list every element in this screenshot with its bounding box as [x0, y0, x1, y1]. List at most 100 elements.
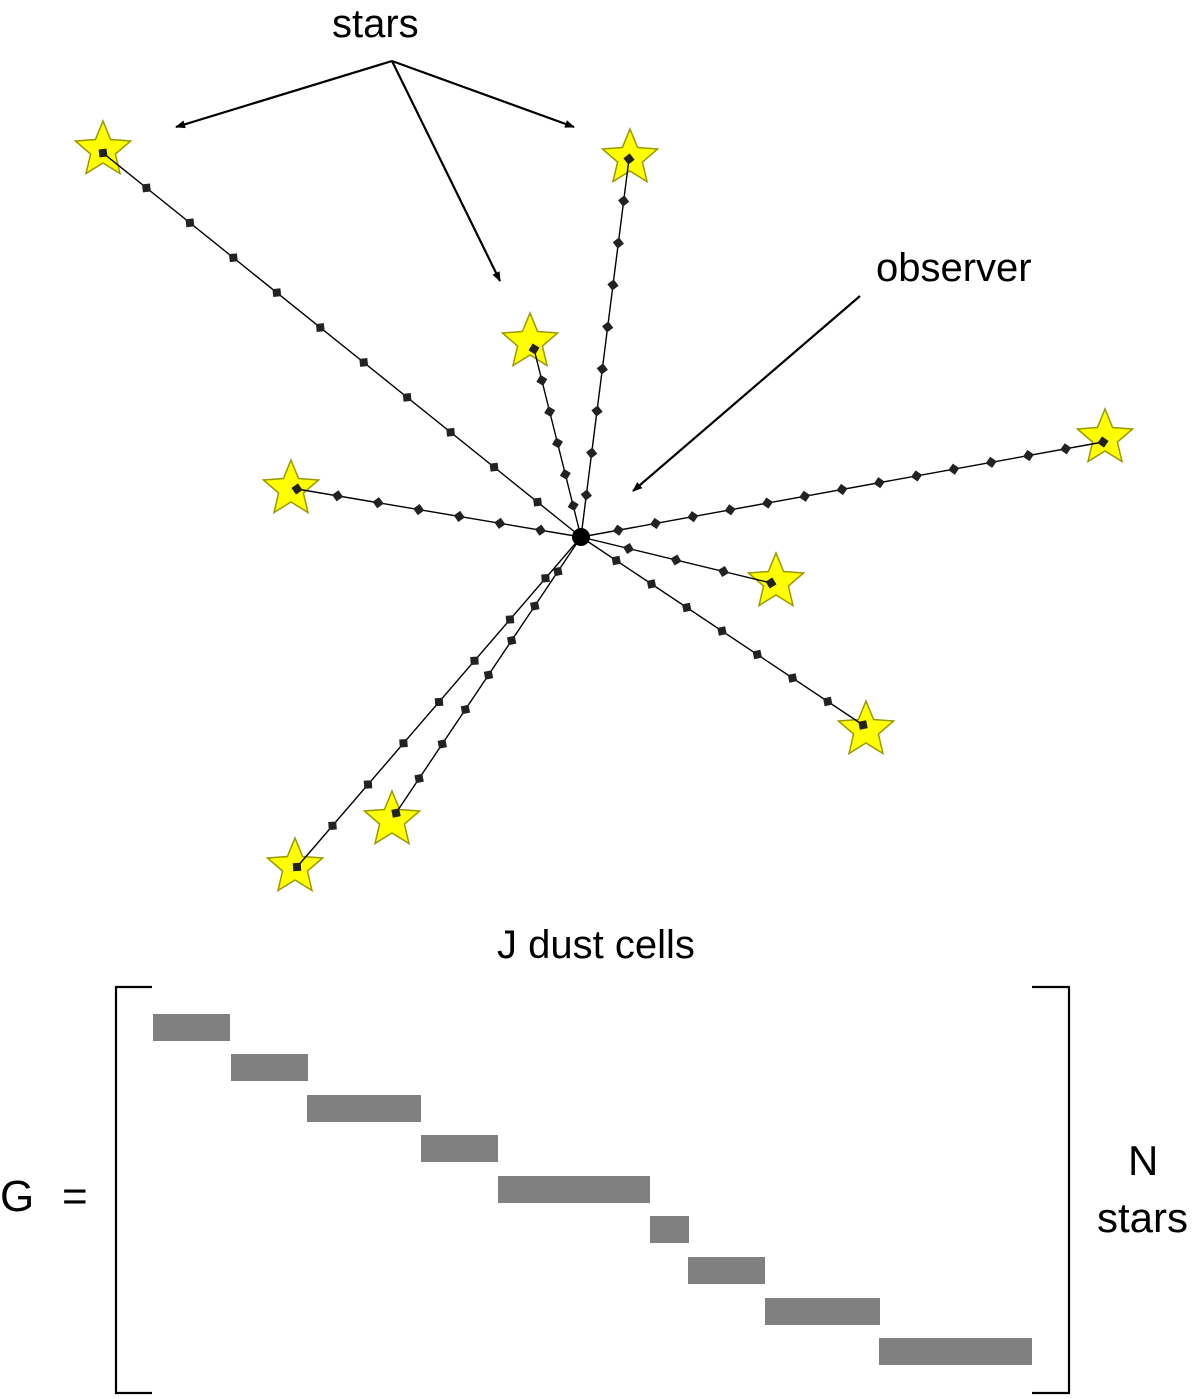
dust-cell-marker [1022, 450, 1034, 462]
matrix-columns-label: J dust cells [497, 923, 695, 967]
dust-cell-marker [453, 510, 465, 523]
matrix-row-block [153, 1014, 230, 1041]
dust-cell-marker [541, 573, 550, 583]
dust-cell-marker [553, 566, 563, 577]
matrix-row-block [765, 1298, 880, 1325]
matrix-right-bracket [1032, 985, 1071, 1395]
dust-cell-marker [434, 697, 444, 707]
dust-cell-marker [530, 601, 540, 611]
star-icon [746, 551, 806, 608]
dust-cell-marker [623, 153, 635, 165]
dust-cell-marker [98, 148, 108, 158]
dust-cell-marker [650, 517, 662, 529]
dust-cell-marker [985, 456, 997, 468]
sightline [580, 158, 630, 538]
dust-cell-marker [315, 323, 325, 332]
dust-cell-marker [536, 374, 548, 386]
dust-cell-marker [505, 615, 515, 624]
dust-cell-marker [687, 511, 699, 523]
dust-cell-marker [328, 821, 337, 831]
dust-cell-marker [494, 517, 506, 529]
dust-cell-marker [142, 183, 151, 193]
dust-cell-marker [331, 490, 344, 502]
matrix-row-block [879, 1338, 1032, 1365]
star-icon [261, 458, 321, 515]
stars-pointer-label: stars [332, 2, 419, 46]
dust-cell-marker [402, 392, 412, 402]
equals-sign: = [62, 1172, 88, 1221]
dust-cell-marker [470, 656, 479, 666]
dust-cell-marker [586, 447, 598, 459]
dust-cell-marker [272, 288, 282, 298]
dust-cell-marker [799, 490, 811, 502]
matrix-rows-n-label: N [1128, 1137, 1159, 1184]
dust-cell-marker [534, 524, 547, 536]
matrix-row-block [307, 1095, 421, 1122]
matrix-row-block [231, 1054, 308, 1081]
dust-cell-marker [1060, 443, 1072, 455]
dust-cell-marker [1097, 436, 1109, 448]
dust-cell-marker [559, 468, 571, 480]
matrix-row-block [498, 1176, 650, 1203]
dust-cell-marker [533, 497, 542, 507]
dust-cell-marker [552, 437, 563, 449]
matrix-symbol-label: G [0, 1172, 35, 1221]
matrix-g [114, 985, 1071, 1395]
dust-cell-marker [292, 862, 302, 872]
dust-cell-marker [363, 780, 373, 789]
dust-cell-marker [948, 463, 960, 475]
star-group [73, 119, 1135, 893]
dust-cell-marker [670, 554, 682, 566]
dust-cell-marker [823, 696, 833, 707]
dust-cell-marker [544, 406, 556, 418]
dust-cell-marker [858, 720, 868, 730]
dust-cell-marker [761, 497, 773, 509]
dust-cell-marker-group [98, 148, 1109, 872]
sightline [102, 152, 582, 538]
observer-dot-icon [572, 528, 590, 546]
dust-cell-marker [724, 504, 736, 516]
dust-cell-marker [359, 358, 369, 367]
dust-cell-marker [718, 566, 729, 577]
dust-cell-marker [602, 321, 614, 333]
dust-cell-marker [413, 503, 425, 516]
dust-cell-marker [291, 483, 303, 495]
dust-cell-marker [612, 524, 624, 536]
dust-cell-marker [682, 602, 692, 613]
pointer-arrow-group [175, 59, 861, 492]
dust-cell-marker [372, 497, 384, 509]
observer-pointer-label: observer [876, 246, 1032, 290]
dust-cell-marker [460, 704, 471, 715]
dust-cell-marker [752, 649, 762, 660]
arrow-icon [632, 295, 861, 492]
dust-cell-marker [185, 218, 195, 228]
dust-cell-marker [787, 673, 798, 683]
matrix-row-block [421, 1135, 498, 1162]
dust-cell-marker [611, 555, 621, 566]
dust-cell-marker [836, 483, 848, 496]
arrow-icon [391, 59, 575, 129]
matrix-row-block [650, 1216, 689, 1243]
dust-cell-marker [873, 477, 885, 489]
dust-cell-marker [506, 635, 517, 646]
star-icon [362, 789, 422, 846]
dust-cell-marker [446, 427, 456, 437]
dust-cell-marker [228, 253, 238, 263]
star-icon [1075, 407, 1135, 464]
sightline [296, 488, 582, 538]
dust-cell-marker [437, 739, 447, 749]
dust-cell-marker [717, 626, 727, 636]
arrow-icon [391, 60, 501, 282]
dust-cell-marker [612, 237, 624, 249]
matrix-left-bracket [114, 985, 152, 1395]
dust-cell-marker [623, 543, 634, 554]
arrow-icon [175, 59, 393, 129]
dust-cell-marker [580, 489, 592, 501]
matrix-rows-stars-label: stars [1097, 1194, 1189, 1241]
star-icon [500, 311, 560, 368]
dust-cell-marker [399, 738, 408, 748]
dust-cell-marker [414, 773, 424, 784]
dust-cell-marker [567, 500, 579, 512]
dust-cell-marker [607, 279, 619, 291]
